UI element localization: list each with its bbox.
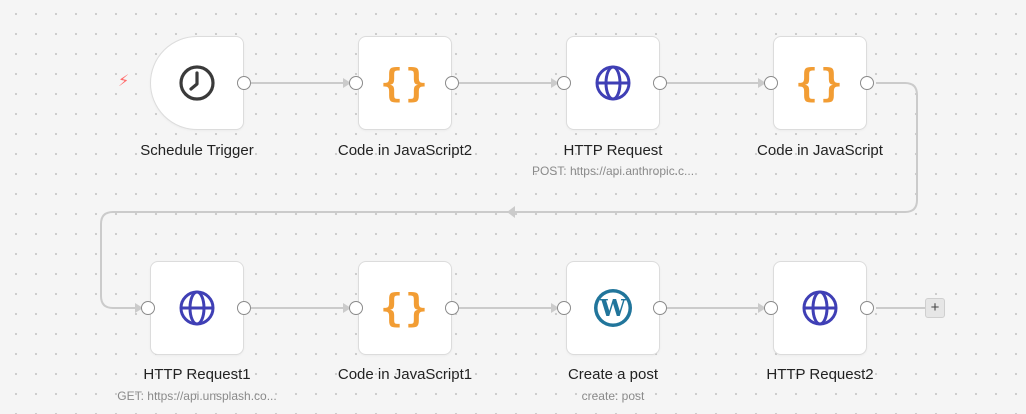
node-http-request1[interactable] [150, 261, 244, 355]
output-handle[interactable] [653, 76, 667, 90]
input-handle[interactable] [764, 76, 778, 90]
output-handle[interactable] [445, 301, 459, 315]
output-handle[interactable] [237, 76, 251, 90]
node-label: Code in JavaScript2 [337, 142, 473, 159]
node-http-request2[interactable] [773, 261, 867, 355]
code-braces-icon: {} [380, 61, 430, 105]
lightning-bolt-icon: ⚡︎ [118, 73, 130, 90]
node-http-request[interactable] [566, 36, 660, 130]
output-handle[interactable] [860, 301, 874, 315]
add-node-button[interactable]: + [925, 298, 945, 318]
node-label: Code in JavaScript [757, 142, 883, 159]
input-handle[interactable] [557, 301, 571, 315]
input-handle[interactable] [349, 76, 363, 90]
node-label: Create a post [567, 366, 659, 383]
clock-icon [177, 63, 217, 103]
globe-icon [177, 288, 217, 328]
globe-icon [800, 288, 840, 328]
node-label: Code in JavaScript1 [337, 366, 473, 383]
output-handle[interactable] [653, 301, 667, 315]
input-handle[interactable] [349, 301, 363, 315]
node-subtitle: GET: https://api.unsplash.co... [117, 389, 277, 403]
node-schedule-trigger[interactable] [150, 36, 244, 130]
node-code-in-javascript[interactable]: {} [773, 36, 867, 130]
connection-direction-arrow [507, 206, 515, 218]
node-create-a-post[interactable]: W [566, 261, 660, 355]
node-code-in-javascript2[interactable]: {} [358, 36, 452, 130]
node-label: HTTP Request2 [766, 366, 874, 383]
input-handle[interactable] [764, 301, 778, 315]
output-handle[interactable] [445, 76, 459, 90]
output-handle[interactable] [237, 301, 251, 315]
input-handle[interactable] [141, 301, 155, 315]
code-braces-icon: {} [380, 286, 430, 330]
globe-icon [593, 63, 633, 103]
wordpress-icon: W [592, 287, 634, 329]
node-code-in-javascript1[interactable]: {} [358, 261, 452, 355]
node-label: HTTP Request1 [143, 366, 251, 383]
code-braces-icon: {} [795, 61, 845, 105]
input-handle[interactable] [557, 76, 571, 90]
node-label: Schedule Trigger [140, 142, 254, 159]
output-handle[interactable] [860, 76, 874, 90]
node-label: HTTP Request [563, 142, 663, 159]
node-subtitle: POST: https://api.anthropic.c... [531, 164, 695, 178]
svg-text:W: W [599, 295, 627, 322]
node-subtitle: create: post [581, 389, 645, 403]
